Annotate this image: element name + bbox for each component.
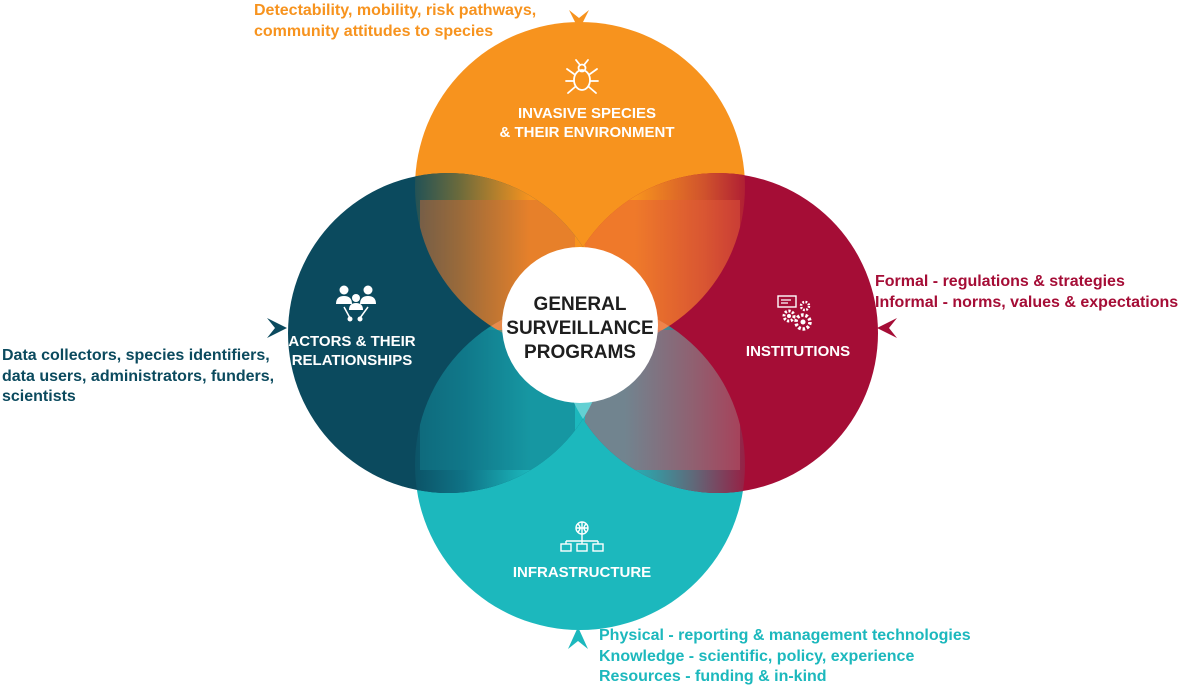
note-line: Resources - funding & in-kind xyxy=(599,668,827,685)
label-infrastructure-line-1: INFRASTRUCTURE xyxy=(513,564,651,581)
note-line: Knowledge - scientific, policy, experien… xyxy=(599,647,915,665)
bug-icon xyxy=(565,59,599,94)
label-infrastructure: INFRASTRUCTURE xyxy=(513,564,651,581)
note-institutions: Formal - regulations & strategies Inform… xyxy=(875,272,1178,313)
note-line: Data collectors, species identifiers, xyxy=(2,347,270,364)
note-line: Formal - regulations & strategies xyxy=(875,273,1125,290)
label-invasive-species-line-1: INVASIVE SPECIES xyxy=(518,105,656,122)
label-invasive-species-line-2: & THEIR ENVIRONMENT xyxy=(499,124,674,141)
arrow-bottom xyxy=(568,627,588,649)
center-label-line-1: GENERAL xyxy=(534,294,627,315)
note-line: scientists xyxy=(2,388,76,405)
gears-icon xyxy=(777,295,812,331)
note-line: data users, administrators, funders, xyxy=(2,367,275,385)
label-invasive-species: INVASIVE SPECIES & THEIR ENVIRONMENT xyxy=(499,105,674,141)
arrow-left xyxy=(267,318,287,338)
note-line: community attitudes to species xyxy=(254,22,494,40)
people-network-icon xyxy=(336,285,376,322)
note-line: Informal - norms, values & expectations xyxy=(875,293,1179,311)
label-institutions-line-1: INSTITUTIONS xyxy=(746,343,850,360)
note-line: Detectability, mobility, risk pathways, xyxy=(254,2,537,19)
center-label-line-2: SURVEILLANCE xyxy=(506,318,653,339)
note-actors: Data collectors, species identifiers, da… xyxy=(2,346,274,408)
label-actors: ACTORS & THEIR RELATIONSHIPS xyxy=(288,333,415,369)
center-label: GENERAL SURVEILLANCE PROGRAMS xyxy=(506,294,653,363)
note-line: Physical - reporting & management techno… xyxy=(599,627,971,644)
note-infrastructure: Physical - reporting & management techno… xyxy=(599,626,971,688)
arrow-right xyxy=(877,318,897,338)
center-disc xyxy=(502,247,658,403)
label-actors-line-1: ACTORS & THEIR xyxy=(288,333,415,350)
center-label-line-3: PROGRAMS xyxy=(524,342,636,363)
network-icon xyxy=(560,521,604,552)
note-invasive-species: Detectability, mobility, risk pathways, … xyxy=(254,1,536,42)
arrow-top xyxy=(569,10,589,30)
label-institutions: INSTITUTIONS xyxy=(746,343,850,360)
label-actors-line-2: RELATIONSHIPS xyxy=(292,352,413,369)
